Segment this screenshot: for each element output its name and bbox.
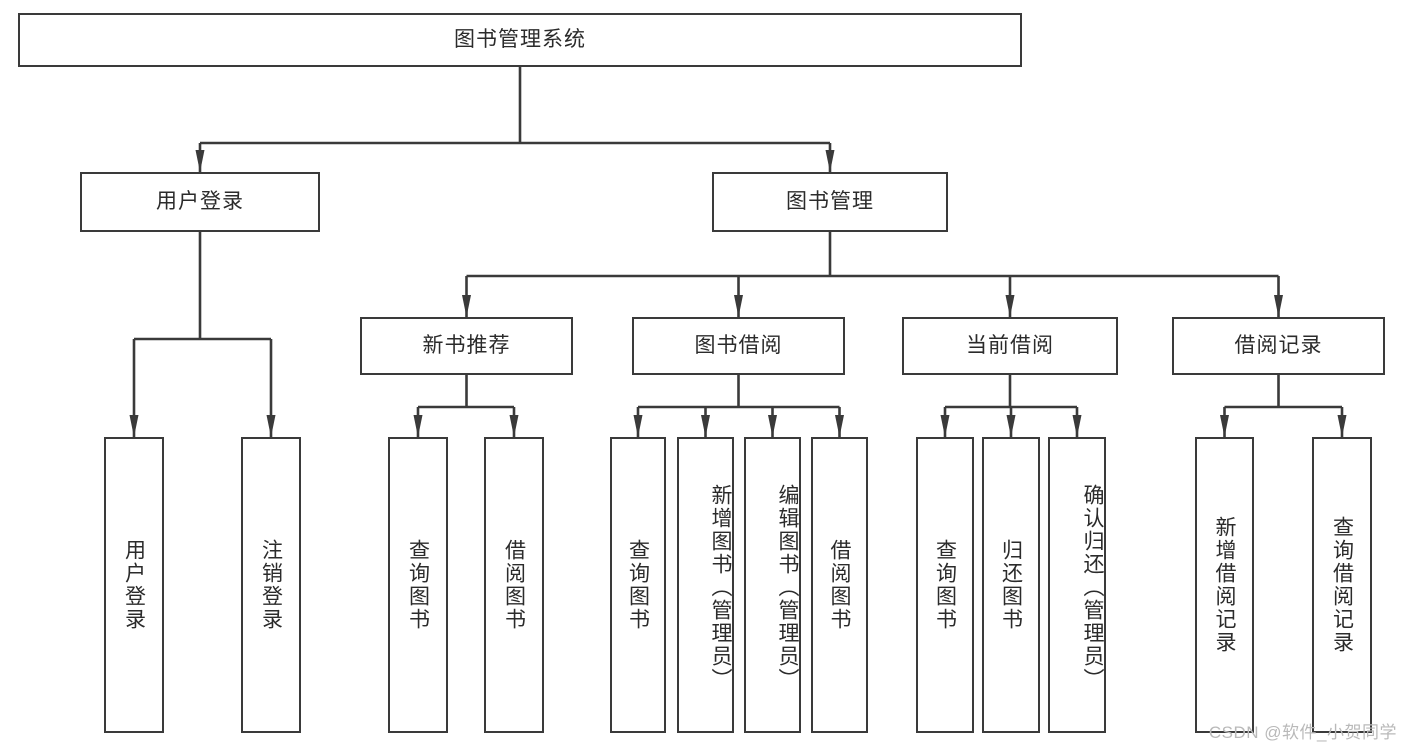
- node-label: 图书管理: [786, 190, 874, 214]
- node-label: 用户登录: [156, 190, 244, 214]
- node-leaf-confirm-return[interactable]: 确认归还（管理员）: [1048, 437, 1106, 733]
- arrowhead-icon: [1072, 415, 1082, 437]
- node-leaf-borrow-book-2[interactable]: 借阅图书: [811, 437, 868, 733]
- arrowhead-icon: [462, 295, 471, 317]
- node-label: 确认归还（管理员）: [1081, 483, 1104, 691]
- node-new-book-recommend[interactable]: 新书推荐: [360, 317, 573, 375]
- node-leaf-edit-book[interactable]: 编辑图书（管理员）: [744, 437, 801, 733]
- node-label: 借阅图书: [828, 539, 852, 631]
- node-label: 查询图书: [626, 539, 650, 631]
- arrowhead-icon: [129, 415, 139, 437]
- node-leaf-query-record[interactable]: 查询借阅记录: [1312, 437, 1372, 733]
- arrowhead-icon: [835, 415, 844, 437]
- node-user-login[interactable]: 用户登录: [80, 172, 320, 232]
- node-label: 编辑图书（管理员）: [776, 483, 799, 691]
- arrowhead-icon: [1274, 295, 1283, 317]
- arrowhead-icon: [195, 150, 205, 172]
- node-label: 图书借阅: [694, 334, 783, 358]
- node-current-borrow[interactable]: 当前借阅: [902, 317, 1118, 375]
- arrowhead-icon: [509, 415, 519, 437]
- arrowhead-icon: [768, 415, 777, 437]
- node-label: 归还图书: [999, 539, 1023, 631]
- node-leaf-query-book-3[interactable]: 查询图书: [916, 437, 974, 733]
- arrowhead-icon: [413, 415, 423, 437]
- node-label: 新书推荐: [422, 334, 511, 358]
- arrowhead-icon: [734, 295, 743, 317]
- arrowhead-icon: [940, 415, 950, 437]
- node-leaf-query-book-1[interactable]: 查询图书: [388, 437, 448, 733]
- node-root[interactable]: 图书管理系统: [18, 13, 1022, 67]
- node-leaf-user-login[interactable]: 用户登录: [104, 437, 164, 733]
- node-book-manage[interactable]: 图书管理: [712, 172, 948, 232]
- node-label: 注销登录: [259, 539, 283, 631]
- node-label: 查询图书: [406, 539, 430, 631]
- arrowhead-icon: [1006, 415, 1016, 437]
- node-leaf-user-logout[interactable]: 注销登录: [241, 437, 301, 733]
- node-book-borrow[interactable]: 图书借阅: [632, 317, 845, 375]
- arrowhead-icon: [1337, 415, 1347, 437]
- node-label: 当前借阅: [966, 334, 1054, 358]
- node-label: 查询借阅记录: [1330, 516, 1354, 654]
- node-borrow-record[interactable]: 借阅记录: [1172, 317, 1385, 375]
- node-label: 新增图书（管理员）: [709, 483, 732, 691]
- arrowhead-icon: [825, 150, 835, 172]
- node-leaf-return-book[interactable]: 归还图书: [982, 437, 1040, 733]
- node-label: 新增借阅记录: [1213, 516, 1237, 654]
- node-leaf-query-book-2[interactable]: 查询图书: [610, 437, 666, 733]
- node-label: 用户登录: [122, 539, 146, 631]
- node-label: 借阅记录: [1234, 334, 1323, 358]
- node-leaf-add-record[interactable]: 新增借阅记录: [1195, 437, 1254, 733]
- node-label: 图书管理系统: [454, 28, 586, 52]
- node-label: 借阅图书: [502, 539, 526, 631]
- arrowhead-icon: [1220, 415, 1229, 437]
- arrowhead-icon: [701, 415, 710, 437]
- node-leaf-add-book[interactable]: 新增图书（管理员）: [677, 437, 734, 733]
- arrowhead-icon: [266, 415, 276, 437]
- node-leaf-borrow-book-1[interactable]: 借阅图书: [484, 437, 544, 733]
- node-label: 查询图书: [933, 539, 957, 631]
- arrowhead-icon: [633, 415, 643, 437]
- arrowhead-icon: [1005, 295, 1015, 317]
- watermark: CSDN @软件_小贺同学: [1208, 723, 1397, 742]
